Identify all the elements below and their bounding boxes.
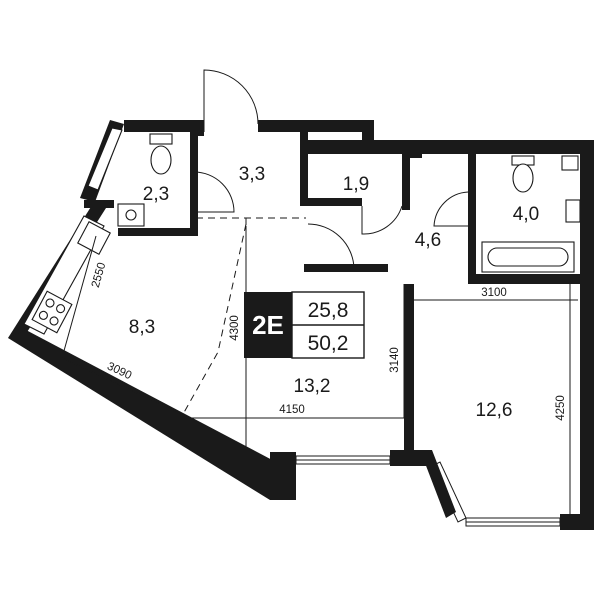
room-area-kitchen: 8,3 [129, 317, 155, 338]
room-labels: 2,3 3,3 1,9 4,0 4,6 8,3 13,2 12,6 [129, 164, 539, 421]
wall-storage-right [402, 150, 410, 210]
toilet-icon [511, 155, 535, 193]
dim-living-depth: 3140 [389, 347, 401, 373]
room-area-hall-entry: 3,3 [239, 164, 265, 185]
wall-top-step [362, 120, 374, 154]
apartment-type-code: 2E [252, 310, 284, 340]
dim-living-height: 4300 [229, 315, 241, 341]
doors [181, 69, 469, 417]
shelf-icon [561, 155, 579, 171]
fixtures [23, 127, 581, 335]
wall-bath-divider [84, 200, 114, 208]
door-bath-large [433, 191, 469, 227]
wall-southwest [8, 330, 276, 500]
wall-top-right [300, 140, 594, 154]
bathtub-icon [481, 241, 575, 273]
walls [8, 120, 594, 530]
door-living [307, 223, 355, 269]
wall-hall-top-left [190, 120, 204, 136]
stove-icon [31, 290, 73, 334]
dimension-lines [61, 226, 578, 514]
room-area-bathroom-small: 2,3 [143, 184, 169, 205]
room-area-bedroom: 12,6 [476, 400, 513, 421]
dim-bedroom-width: 3100 [481, 287, 507, 299]
wall-hall-top-right [258, 120, 372, 132]
wall-bathroom-left [468, 150, 476, 280]
toilet-icon [149, 133, 173, 175]
door-entry [203, 69, 259, 132]
living-area: 25,8 [308, 299, 349, 322]
total-area: 50,2 [308, 332, 349, 355]
wall-bay-left [420, 450, 456, 518]
sink-icon [77, 221, 111, 255]
windows [295, 455, 561, 527]
wall-storage-left [300, 132, 308, 202]
dim-bedroom-height: 4250 [555, 395, 567, 421]
dim-living-width: 4150 [279, 404, 305, 416]
washbasin-icon [565, 199, 581, 223]
dim-kitchen-width: 2550 [90, 261, 109, 289]
wall-bath-top [124, 120, 196, 132]
wall-corridor-stub [304, 264, 388, 272]
wall-living-south-right [390, 450, 432, 466]
wall-bath-right [190, 124, 198, 236]
wall-storage-bottom [300, 198, 362, 206]
room-area-storage: 1,9 [343, 174, 369, 195]
wall-living-bedroom [404, 284, 414, 454]
wall-east [580, 140, 594, 530]
wall-bath-bottom [118, 228, 194, 236]
room-area-bathroom-large: 4,0 [513, 204, 539, 225]
room-area-corridor: 4,6 [415, 230, 441, 251]
area-badge: 2E 25,8 50,2 [244, 291, 365, 359]
wall-bathroom-left-top [410, 154, 422, 158]
wall-living-south-left [270, 452, 296, 500]
wall-bathroom-bottom [468, 274, 594, 284]
door-storage [361, 205, 403, 235]
shower-tray-icon [87, 127, 123, 191]
room-area-living-room: 13,2 [294, 376, 331, 397]
door-bath-small [193, 171, 235, 213]
kitchen-opening [181, 217, 306, 417]
wall-east-bottom [560, 514, 594, 530]
